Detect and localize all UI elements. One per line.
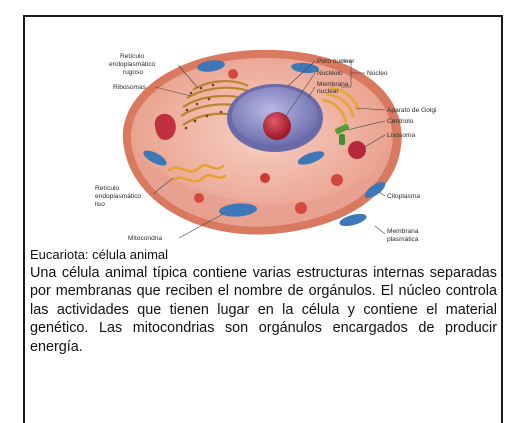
nucleolus bbox=[263, 112, 291, 140]
lysosome bbox=[331, 174, 343, 186]
label-centriole: Centriolo bbox=[387, 118, 414, 125]
lysosome bbox=[194, 193, 204, 203]
label-smooth-er: Retículo endoplasmático liso bbox=[95, 185, 143, 208]
lysosome bbox=[228, 69, 238, 79]
caption-title: Eucariota: célula animal bbox=[30, 247, 500, 263]
animal-cell-diagram: Retículo endoplasmático rugoso Ribosomas… bbox=[83, 30, 458, 248]
label-nucleolus: Nucléolo bbox=[317, 70, 343, 77]
label-lysosome: Lisosoma bbox=[387, 132, 416, 139]
label-plasma-membrane: Membrana plasmática bbox=[387, 228, 420, 243]
label-ribosomes: Ribosomas bbox=[113, 84, 147, 91]
lysosome bbox=[348, 141, 366, 159]
lysosome bbox=[260, 173, 270, 183]
label-nuclear-pore: Poro nuclear bbox=[317, 58, 355, 65]
label-golgi: Aparato de Golgi bbox=[387, 107, 437, 114]
caption-text: Una célula animal típica contiene varias… bbox=[30, 264, 497, 356]
lysosome bbox=[295, 202, 307, 214]
label-mitochondria: Mitocondria bbox=[128, 235, 162, 242]
label-nucleus: Núcleo bbox=[367, 70, 388, 77]
label-cytoplasm: Citoplasma bbox=[387, 193, 420, 200]
label-rough-er: Retículo endoplasmático rugoso bbox=[109, 53, 157, 76]
